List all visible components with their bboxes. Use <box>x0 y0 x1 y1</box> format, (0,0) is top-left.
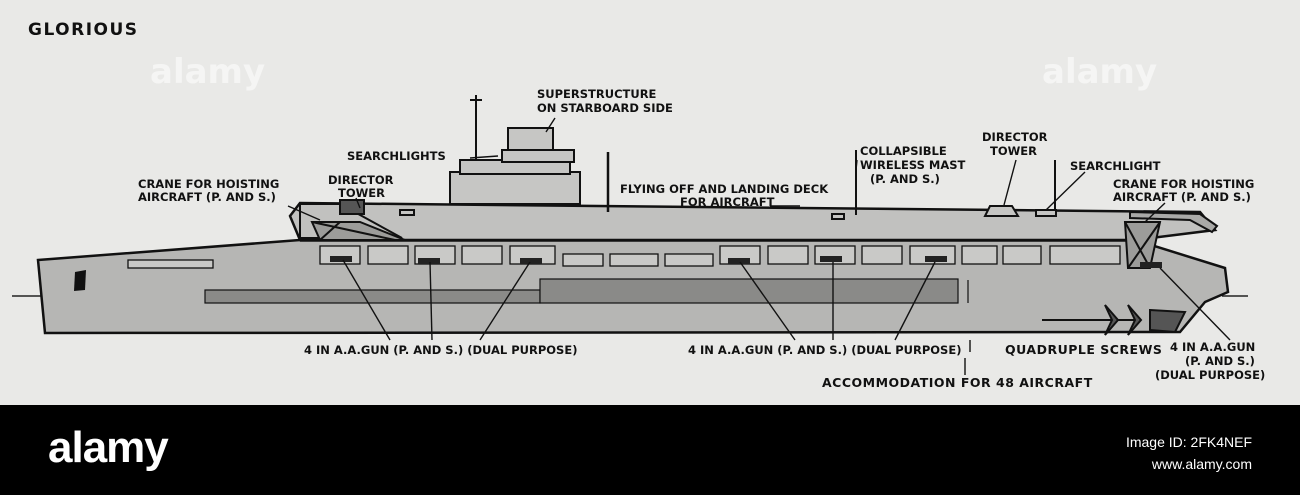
accommodation-label: ACCOMMODATION FOR 48 AIRCRAFT <box>822 375 1093 390</box>
director-aft-label: TOWER <box>990 144 1037 158</box>
director-fwd-label: TOWER <box>338 186 385 200</box>
gun-aft-label: (DUAL PURPOSE) <box>1155 368 1265 382</box>
diagram-title: GLORIOUS <box>28 20 139 40</box>
crane-aft-label: AIRCRAFT (P. AND S.) <box>1113 190 1251 204</box>
image-id: Image ID: 2FK4NEF <box>1125 434 1252 450</box>
leader-lines <box>287 117 1231 375</box>
ship-diagram: GLORIOUS alamy alamy <box>12 20 1265 390</box>
labels: SUPERSTRUCTURE ON STARBOARD SIDE SEARCHL… <box>138 87 1265 390</box>
superstructure-label: SUPERSTRUCTURE <box>537 87 657 101</box>
searchlight-label: SEARCHLIGHT <box>1070 159 1161 173</box>
crane-aft-label: CRANE FOR HOISTING <box>1113 177 1254 191</box>
stock-logo: alamy <box>48 423 169 472</box>
crane-fwd-label: CRANE FOR HOISTING <box>138 177 279 191</box>
image-id-block: Image ID: 2FK4NEF www.alamy.com <box>1126 431 1252 475</box>
director-aft-label: DIRECTOR <box>982 130 1048 144</box>
screws-label: QUADRUPLE SCREWS <box>1005 342 1162 357</box>
screws <box>1042 304 1187 336</box>
stock-footer: alamy Image ID: 2FK4NEF www.alamy.com <box>0 405 1300 495</box>
wireless-mast-label: (P. AND S.) <box>870 172 940 186</box>
gun-left-label: 4 IN A.A.GUN (P. AND S.) (DUAL PURPOSE) <box>304 343 577 357</box>
flying-deck-label: FLYING OFF AND LANDING DECK <box>620 182 829 196</box>
diagram-canvas: GLORIOUS alamy alamy <box>0 0 1300 405</box>
searchlights-label: SEARCHLIGHTS <box>347 149 446 163</box>
gun-aft-label: (P. AND S.) <box>1185 354 1255 368</box>
flying-deck-label: FOR AIRCRAFT <box>680 195 775 209</box>
island-superstructure <box>399 95 845 220</box>
aft-tower <box>855 150 1057 217</box>
director-fwd-label: DIRECTOR <box>328 173 394 187</box>
crane-fwd-label: AIRCRAFT (P. AND S.) <box>138 190 276 204</box>
gun-aft-label: 4 IN A.A.GUN <box>1170 340 1255 354</box>
ship-hull <box>36 201 1230 335</box>
aa-guns <box>330 256 1162 268</box>
stock-site: www.alamy.com <box>1151 456 1252 472</box>
gun-mid-label: 4 IN A.A.GUN (P. AND S.) (DUAL PURPOSE) <box>688 343 961 357</box>
superstructure-label: ON STARBOARD SIDE <box>537 101 673 115</box>
wireless-mast-label: COLLAPSIBLE <box>860 144 947 158</box>
watermark: alamy <box>150 52 265 92</box>
wireless-mast-label: WIRELESS MAST <box>860 158 966 172</box>
watermark: alamy <box>1042 52 1157 92</box>
